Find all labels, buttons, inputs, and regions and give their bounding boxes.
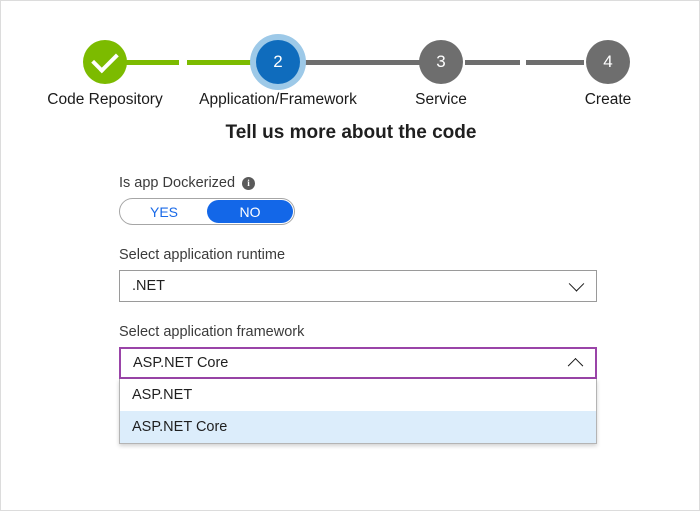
step-node-application-framework[interactable]: 2 [256,40,300,84]
page-title: Tell us more about the code [225,122,477,143]
framework-selected-value: ASP.NET Core [133,355,229,371]
framework-select[interactable]: ASP.NET Core [119,347,597,379]
wizard-stepper: 2 3 4 Code Repository Application/Framew… [1,19,699,109]
toggle-option-no[interactable]: NO [207,200,293,223]
connector-3-gray-b [526,60,584,65]
dropdown-option-aspnet-core[interactable]: ASP.NET Core [120,411,596,443]
step-number: 4 [603,52,613,71]
step-label-code-repository[interactable]: Code Repository [47,91,163,108]
framework-dropdown-list: ASP.NET ASP.NET Core [119,379,597,444]
connector-1-green-b [187,60,259,65]
dropdown-option-aspnet[interactable]: ASP.NET [132,387,193,403]
connector-1-green-a [123,60,179,65]
info-icon[interactable]: i [242,176,256,190]
step-label-create[interactable]: Create [584,91,632,108]
check-icon [91,45,119,74]
code-details-form: Is app Dockerized i YES NO Select applic… [119,175,597,444]
framework-label: Select application framework [119,324,305,340]
step-node-create[interactable]: 4 [586,40,630,84]
runtime-selected-value: .NET [132,278,166,294]
field-spacer [119,302,597,324]
chevron-up-icon[interactable] [567,357,584,374]
step-number: 2 [273,52,283,71]
step-node-service[interactable]: 3 [419,40,463,84]
chevron-down-icon[interactable] [568,276,585,292]
runtime-select[interactable]: .NET [119,270,597,302]
step-label-application-framework[interactable]: Application/Framework [199,91,357,108]
connector-3-gray-a [465,60,520,65]
dockerized-label-row: Is app Dockerized i [119,175,597,191]
step-node-code-repository[interactable] [83,40,127,84]
step-label-service[interactable]: Service [415,91,467,108]
toggle-option-yes[interactable]: YES [149,203,178,220]
connector-2-gray [301,60,421,65]
dockerized-toggle[interactable]: YES NO [119,198,295,225]
runtime-label: Select application runtime [119,247,286,263]
step-number: 3 [436,52,446,71]
dockerized-label: Is app Dockerized [119,175,236,191]
